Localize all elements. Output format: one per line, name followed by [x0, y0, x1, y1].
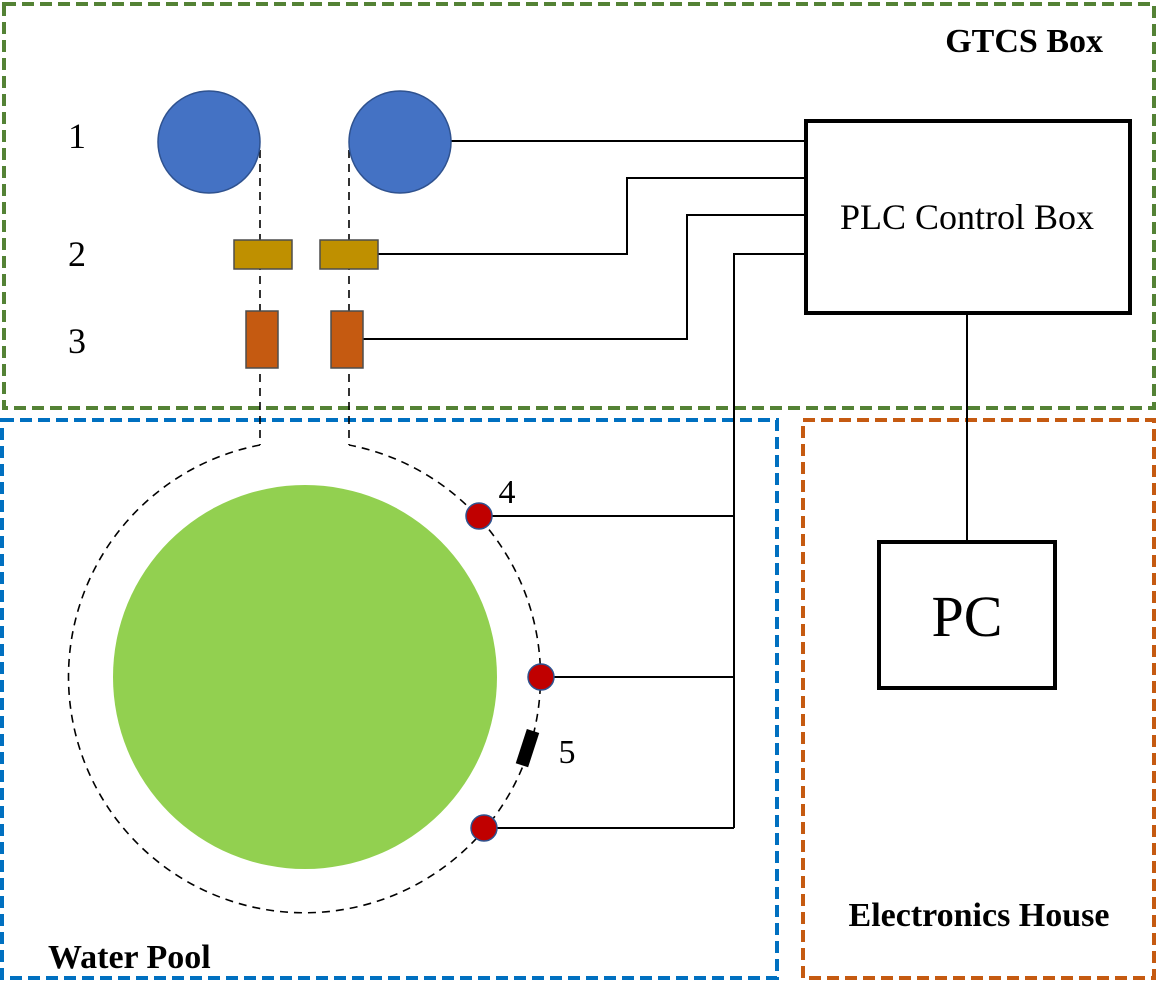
- gtcs-box-border: [2, 2, 1156, 410]
- electronics-house-border: [801, 418, 1156, 980]
- water-pool-label: Water Pool: [48, 939, 211, 976]
- gtcs-box-label: GTCS Box: [945, 23, 1103, 60]
- signal-wires: [363, 140, 968, 829]
- unit-2-right: [319, 239, 379, 270]
- device-5-label: 5: [559, 734, 576, 771]
- sensor-4-label: 4: [499, 474, 516, 511]
- sensor-top: [465, 502, 493, 530]
- sensor-bottom: [470, 814, 498, 842]
- device-5: [515, 729, 540, 768]
- unit-2-left: [233, 239, 293, 270]
- unit-3-right: [330, 310, 364, 369]
- plc-control-box-label: PLC Control Box: [840, 197, 1094, 237]
- electronics-house-label: Electronics House: [849, 897, 1110, 934]
- unit-3-left: [245, 310, 279, 369]
- row-label-3: 3: [68, 321, 86, 361]
- reel-left: [157, 90, 261, 194]
- pc-box: [877, 540, 1057, 690]
- reel-right: [348, 90, 452, 194]
- water-pool-border: [0, 418, 779, 980]
- sensor-middle: [527, 663, 555, 691]
- cable-path: [67, 150, 542, 914]
- pc-label: PC: [932, 584, 1003, 649]
- pool-circle: [113, 485, 497, 869]
- row-label-2: 2: [68, 234, 86, 274]
- plc-control-box: [804, 119, 1132, 315]
- row-label-1: 1: [68, 116, 86, 156]
